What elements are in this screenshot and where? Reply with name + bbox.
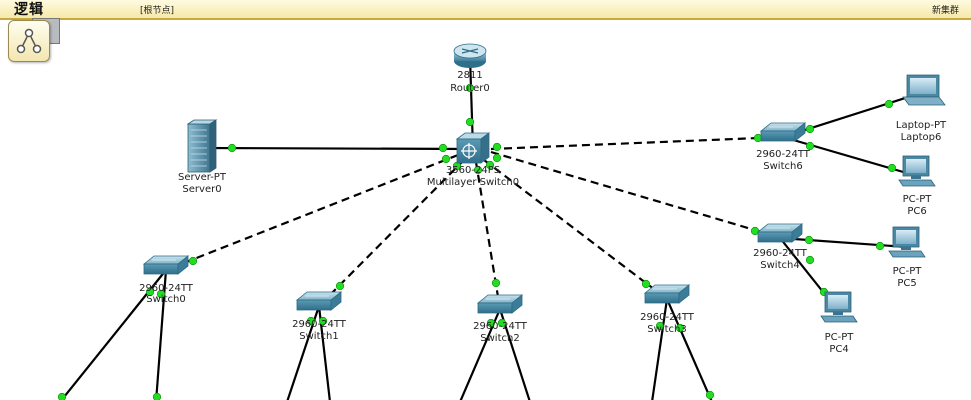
device-name-label: Switch3 — [647, 324, 686, 335]
port-status-dot — [884, 99, 894, 109]
device-name-label: Multilayer Switch0 — [427, 177, 519, 188]
port-status-dot — [491, 278, 501, 288]
root-node-link[interactable]: [根节点] — [140, 6, 175, 16]
pc-icon — [888, 226, 926, 258]
port-status-dot — [492, 153, 502, 163]
port-status-dot — [655, 321, 665, 331]
device-switch4[interactable] — [756, 223, 804, 243]
device-name-label: Switch0 — [146, 294, 185, 305]
device-model-label: 2960-24TT — [473, 321, 528, 332]
device-switch3[interactable] — [643, 284, 691, 304]
port-status-dot — [473, 165, 483, 175]
port-status-dot — [805, 141, 815, 151]
port-status-dot — [705, 390, 715, 400]
pc-icon — [820, 291, 858, 323]
port-status-dot — [145, 287, 155, 297]
server-icon — [186, 119, 218, 173]
device-name-label: PC6 — [907, 206, 926, 217]
switch-icon — [643, 284, 691, 304]
port-status-dot — [306, 316, 316, 326]
port-status-dot — [318, 316, 328, 326]
device-name-label: Switch4 — [760, 260, 799, 271]
device-name-label: Router0 — [450, 83, 490, 94]
port-status-dot — [887, 163, 897, 173]
link-mls0-switch4[interactable] — [490, 150, 776, 238]
device-switch6[interactable] — [759, 122, 807, 142]
device-switch1[interactable] — [295, 291, 343, 311]
link-mls0-switch0[interactable] — [165, 153, 459, 272]
laptop-icon — [902, 74, 946, 106]
port-status-dot — [497, 318, 507, 328]
link-server0-mls0[interactable] — [201, 146, 474, 151]
port-status-dot — [875, 241, 885, 251]
device-model-label: 2811 — [457, 70, 482, 81]
device-mls0[interactable] — [455, 132, 491, 164]
switch-icon — [295, 291, 343, 311]
switch-icon — [142, 255, 190, 275]
device-model-label: 2960-24TT — [753, 248, 808, 259]
logic-topology-button[interactable] — [8, 20, 50, 62]
link-switch3-offscreen_g[interactable] — [651, 298, 669, 400]
switch-icon — [759, 122, 807, 142]
pc-icon — [898, 155, 936, 187]
device-pc5[interactable] — [888, 226, 926, 258]
port-status-dot — [485, 160, 495, 170]
port-status-dot — [57, 392, 67, 400]
port-status-dot — [805, 124, 815, 134]
port-status-dot — [438, 143, 448, 153]
device-switch0[interactable] — [142, 255, 190, 275]
router-icon — [453, 43, 487, 68]
device-router0[interactable] — [453, 43, 487, 68]
device-model-label: PC-PT — [825, 332, 855, 343]
port-status-dot — [227, 143, 237, 153]
port-status-dot — [675, 323, 685, 333]
device-name-label: PC5 — [897, 278, 916, 289]
device-model-label: 2960-24TT — [139, 283, 194, 294]
port-status-dot — [804, 235, 814, 245]
port-status-dot — [156, 289, 166, 299]
device-name-label: Switch2 — [480, 333, 519, 344]
port-status-dot — [805, 255, 815, 265]
device-name-label: Server0 — [182, 184, 221, 195]
device-model-label: PC-PT — [903, 194, 933, 205]
port-status-dot — [486, 318, 496, 328]
device-model-label: 2960-24TT — [756, 149, 811, 160]
device-name-label: Switch1 — [299, 331, 338, 342]
port-status-dot — [188, 256, 198, 266]
port-status-dot — [465, 117, 475, 127]
link-switch3-offscreen_h[interactable] — [665, 298, 713, 400]
new-cluster-button[interactable]: 新集群 — [931, 6, 959, 16]
device-name-label: PC4 — [829, 344, 848, 355]
switch-icon — [476, 294, 524, 314]
device-model-label: Server-PT — [178, 172, 227, 183]
device-pc6[interactable] — [898, 155, 936, 187]
port-status-dot — [335, 281, 345, 291]
logic-topology-icon — [16, 28, 42, 54]
link-mls0-switch1[interactable] — [318, 159, 465, 307]
device-name-label: Switch6 — [763, 161, 802, 172]
logic-view-label: 逻辑 — [14, 2, 44, 18]
mlswitch-icon — [455, 132, 491, 164]
port-status-dot — [152, 392, 162, 400]
port-status-dot — [441, 154, 451, 164]
device-server0[interactable] — [186, 119, 218, 173]
device-name-label: Laptop6 — [901, 132, 942, 143]
device-model-label: 2960-24TT — [292, 319, 347, 330]
device-model-label: PC-PT — [893, 266, 923, 277]
link-switch4-pc5[interactable] — [779, 236, 908, 249]
port-status-dot — [492, 142, 502, 152]
device-model-label: Laptop-PT — [896, 120, 947, 131]
device-model-label: 3560-24PS — [446, 165, 500, 176]
workspace-bar: 逻辑 [根节点] 新集群 — [0, 0, 971, 20]
port-status-dot — [641, 279, 651, 289]
device-laptop6[interactable] — [902, 74, 946, 106]
link-mls0-switch6[interactable] — [490, 135, 784, 151]
device-model-label: 2960-24TT — [640, 312, 695, 323]
device-pc4[interactable] — [820, 291, 858, 323]
port-status-dot — [465, 83, 475, 93]
device-switch2[interactable] — [476, 294, 524, 314]
switch-icon — [756, 223, 804, 243]
